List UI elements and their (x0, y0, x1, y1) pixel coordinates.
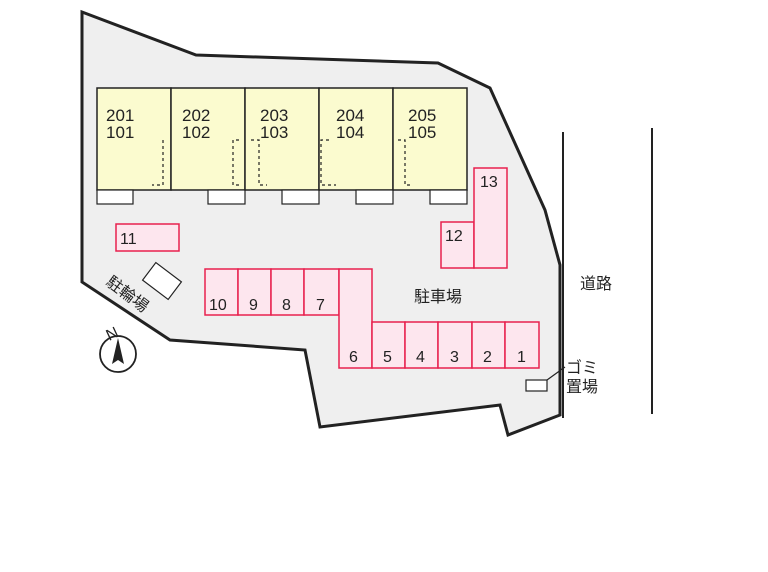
building: 201 101 202 102 203 103 204 104 (96, 87, 468, 205)
unit-2-lower: 102 (182, 123, 210, 142)
garbage-label-2: 置場 (566, 377, 598, 396)
slot-label-11: 11 (120, 231, 137, 248)
slot-label-8: 8 (282, 297, 291, 314)
unit-3-upper: 203 (260, 106, 288, 125)
unit-2: 202 102 (170, 87, 246, 205)
garbage-box (525, 379, 548, 392)
unit-4: 204 104 (318, 87, 394, 205)
unit-2-stair (232, 139, 241, 186)
unit-5: 205 105 (392, 87, 468, 205)
compass: N (99, 324, 137, 373)
unit-5-stair (398, 139, 411, 186)
slot-label-2: 2 (483, 349, 492, 366)
parking-area (115, 167, 540, 369)
slot-label-5: 5 (383, 349, 392, 366)
parking-slot-6 (338, 268, 373, 369)
parking-slot-4 (404, 321, 439, 369)
unit-1-lower: 101 (106, 123, 134, 142)
slot-label-4: 4 (416, 349, 425, 366)
parking-slot-13 (473, 167, 508, 269)
unit-1-stair (152, 140, 164, 186)
unit-1-body (96, 87, 172, 191)
unit-1-upper: 201 (106, 106, 134, 125)
unit-5-upper: 205 (408, 106, 436, 125)
unit-5-balcony (429, 189, 468, 205)
unit-3-stair (251, 139, 267, 186)
parking-slot-5 (371, 321, 406, 369)
unit-2-balcony (207, 189, 246, 205)
unit-1: 201 101 (96, 87, 172, 205)
slot-label-12: 12 (445, 228, 463, 245)
slot-label-6: 6 (349, 349, 358, 366)
unit-4-lower: 104 (336, 123, 364, 142)
road-label: 道路 (580, 274, 612, 293)
parking-labels: 10 9 8 7 6 5 4 3 2 1 11 12 13 (120, 174, 526, 366)
unit-3-lower: 103 (260, 123, 288, 142)
slot-label-10: 10 (209, 297, 227, 314)
unit-2-upper: 202 (182, 106, 210, 125)
slot-label-13: 13 (480, 174, 498, 191)
slot-label-7: 7 (316, 297, 325, 314)
unit-5-body (392, 87, 468, 191)
slot-label-1: 1 (517, 349, 526, 366)
north-arrow-icon (112, 338, 124, 364)
parking-slot-9 (237, 268, 272, 316)
garbage-leader (546, 366, 566, 381)
parking-slot-11 (115, 223, 180, 252)
parking-label: 駐車場 (414, 287, 462, 306)
parking-slot-8 (270, 268, 305, 316)
unit-4-stair (320, 139, 336, 186)
unit-5-lower: 105 (408, 123, 436, 142)
bike-shed (141, 261, 183, 301)
unit-3-balcony (281, 189, 320, 205)
parking-slot-2 (471, 321, 506, 369)
parking-slot-3 (437, 321, 473, 369)
slot-label-3: 3 (450, 349, 459, 366)
parking-slot-7 (303, 268, 340, 316)
unit-3: 203 103 (244, 87, 320, 205)
unit-4-balcony (355, 189, 394, 205)
unit-1-balcony (96, 189, 134, 205)
parking-slot-1 (504, 321, 540, 369)
slot-label-9: 9 (249, 297, 258, 314)
unit-4-upper: 204 (336, 106, 364, 125)
garbage-label-1: ゴミ (566, 358, 598, 377)
